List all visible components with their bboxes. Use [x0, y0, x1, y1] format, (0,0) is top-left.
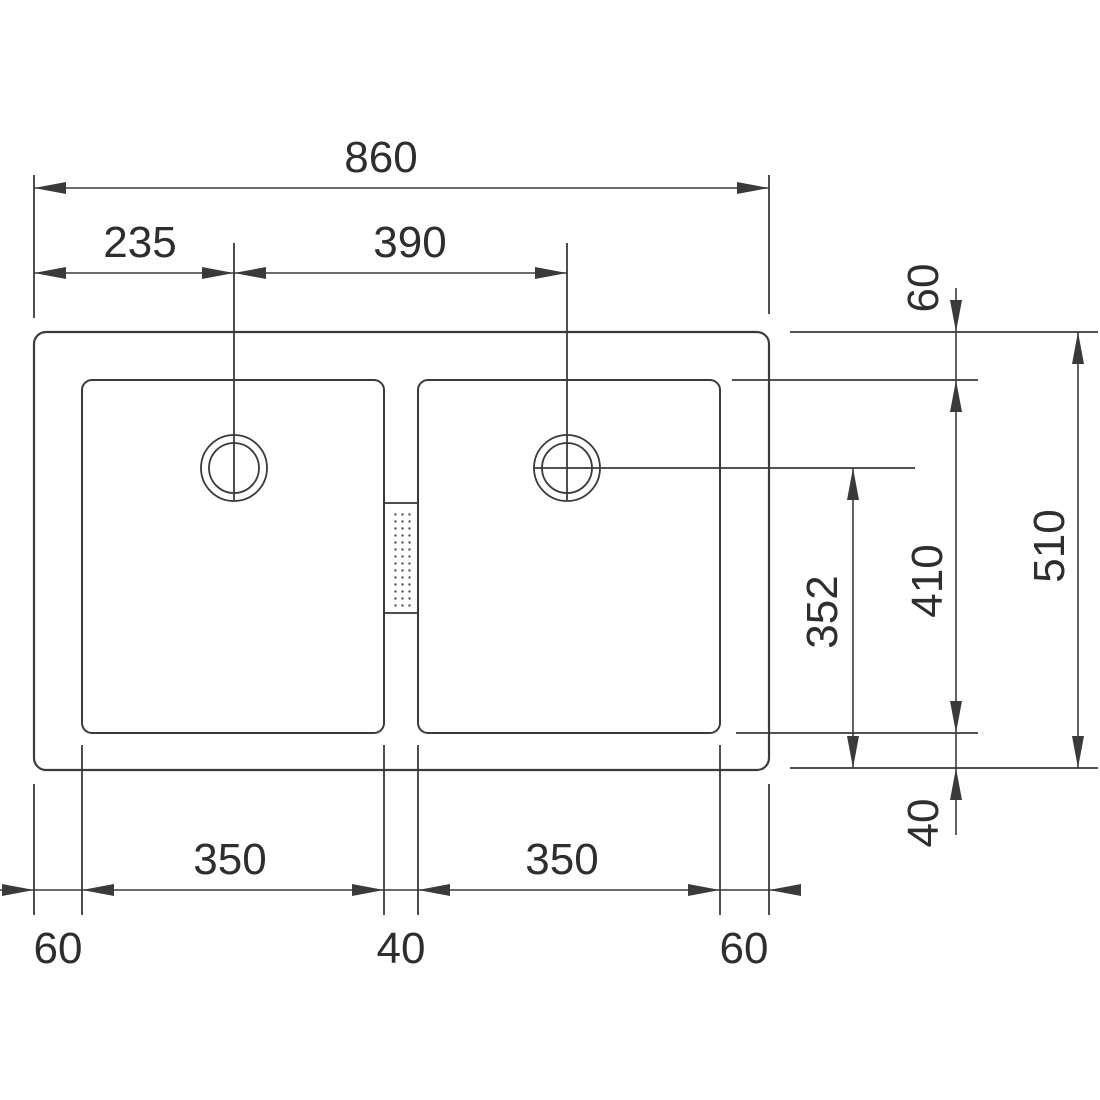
overflow-icon [383, 502, 419, 614]
label-margin-left: 60 [34, 924, 83, 973]
label-bowl-depth: 410 [903, 544, 952, 617]
dimension-drain-positions: 235 390 [34, 218, 567, 279]
dimension-overall-depth: 510 [1025, 332, 1084, 768]
dimension-drain-to-front: 352 [798, 468, 859, 768]
label-drain-to-front: 352 [798, 575, 847, 648]
label-divider-width: 40 [377, 924, 426, 973]
label-front-margin: 40 [899, 799, 948, 848]
label-margin-right: 60 [720, 924, 769, 973]
right-bowl [417, 379, 721, 734]
label-left-to-drain: 235 [103, 218, 176, 267]
label-bowl-width-right: 350 [525, 835, 598, 884]
label-overall-depth: 510 [1025, 509, 1074, 582]
dimension-bottom-widths: 350 350 60 40 60 [0, 835, 801, 973]
label-overall-width: 860 [344, 133, 417, 182]
extension-lines [33, 175, 1098, 915]
dimension-overall-width: 860 [34, 133, 769, 194]
label-bowl-width-left: 350 [193, 835, 266, 884]
dimension-depth-chain: 60 410 40 [899, 264, 962, 848]
label-drain-spacing: 390 [373, 218, 446, 267]
label-back-margin: 60 [899, 264, 948, 313]
left-bowl [81, 379, 385, 734]
